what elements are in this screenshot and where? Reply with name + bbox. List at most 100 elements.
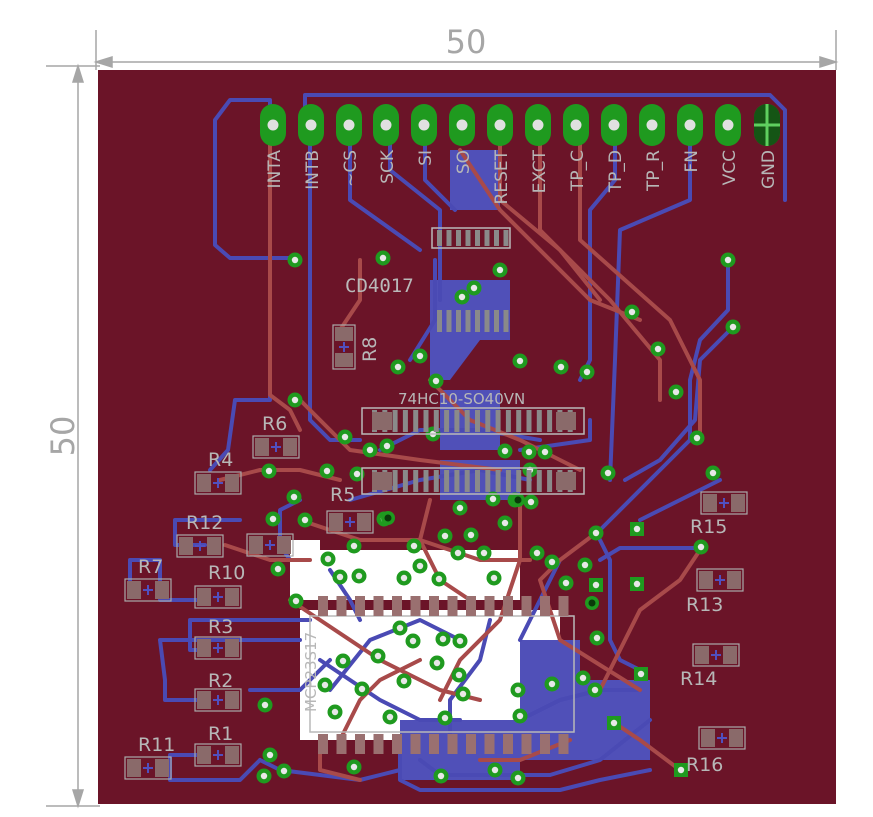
label-r3: R3 bbox=[208, 616, 233, 638]
header-pin-label-fn: FN bbox=[682, 150, 702, 173]
via-hole bbox=[432, 377, 440, 385]
resistor-outline bbox=[252, 435, 300, 459]
ic-pin bbox=[336, 596, 347, 616]
resistor-pad bbox=[723, 646, 737, 664]
via-hole bbox=[579, 674, 587, 682]
via-hole bbox=[341, 433, 349, 441]
via-hole bbox=[525, 448, 533, 456]
via-hole bbox=[496, 266, 504, 274]
ic-pin bbox=[413, 410, 419, 432]
ic-pin bbox=[373, 734, 384, 754]
ic-pin bbox=[516, 470, 522, 492]
bottom-trace bbox=[303, 93, 787, 202]
via-hole bbox=[583, 368, 591, 376]
width-dimension-label: 50 bbox=[446, 23, 487, 61]
ic-label-cd4017: CD4017 bbox=[345, 275, 414, 297]
via-hole bbox=[394, 363, 402, 371]
bottom-trace bbox=[168, 753, 262, 782]
ic-pin bbox=[516, 410, 522, 432]
bottom-trace bbox=[518, 688, 642, 722]
via-hole bbox=[588, 599, 596, 607]
ic-pin bbox=[466, 596, 476, 616]
ic-pad bbox=[372, 412, 392, 430]
resistor-pad bbox=[729, 729, 743, 747]
via-hole bbox=[416, 352, 424, 360]
via-hole bbox=[266, 751, 274, 759]
via-hole bbox=[441, 714, 449, 722]
via-hole bbox=[280, 767, 288, 775]
via-hole bbox=[470, 284, 478, 292]
via-hole bbox=[301, 516, 309, 524]
ic-pin bbox=[521, 596, 532, 616]
ic-pin bbox=[475, 310, 480, 332]
header-pad-hole bbox=[267, 119, 279, 131]
via-hole bbox=[321, 681, 329, 689]
via-hole bbox=[331, 708, 339, 716]
via-hole bbox=[274, 565, 282, 573]
ic-pad bbox=[556, 412, 576, 430]
via-hole bbox=[336, 573, 344, 581]
ic-pin bbox=[494, 310, 499, 332]
ic-pin bbox=[521, 734, 532, 754]
via-hole bbox=[527, 498, 535, 506]
header-pin-label-sck: SCK bbox=[378, 149, 398, 184]
ic-pin bbox=[484, 596, 495, 616]
ic-pin bbox=[433, 410, 439, 432]
resistor-pad bbox=[225, 691, 239, 709]
via-hole bbox=[604, 469, 612, 477]
via-hole bbox=[358, 685, 366, 693]
top-trace bbox=[458, 148, 642, 322]
ic-pin bbox=[456, 310, 461, 332]
label-r5: R5 bbox=[330, 484, 355, 506]
via-hole bbox=[366, 446, 374, 454]
resistor-pad bbox=[283, 438, 297, 456]
top-trace bbox=[298, 398, 502, 472]
via-hole bbox=[697, 543, 705, 551]
label-r7: R7 bbox=[138, 556, 163, 578]
ic-pin bbox=[336, 734, 347, 754]
ic-pin bbox=[429, 596, 439, 616]
resistor-pad bbox=[155, 759, 169, 777]
resistor-outline bbox=[176, 534, 224, 558]
bottom-trace bbox=[248, 658, 332, 692]
resistor-outline bbox=[194, 636, 242, 660]
via-hole bbox=[516, 712, 524, 720]
top-trace bbox=[498, 138, 602, 302]
top-trace bbox=[418, 498, 472, 602]
label-r10: R10 bbox=[208, 562, 245, 584]
ic-pin bbox=[456, 230, 461, 246]
top-trace bbox=[338, 658, 422, 742]
bottom-trace bbox=[598, 538, 642, 672]
ic-label-mcp23s17: MCP23S17 bbox=[302, 632, 320, 712]
via-hole bbox=[654, 345, 662, 353]
via-hole bbox=[350, 763, 358, 771]
bottom-trace bbox=[598, 546, 702, 562]
via-hole bbox=[548, 558, 556, 566]
pad-hole bbox=[592, 581, 600, 589]
ic-pin bbox=[547, 470, 553, 492]
resistor-pad bbox=[699, 571, 713, 589]
via-hole bbox=[396, 624, 404, 632]
via-hole bbox=[467, 531, 475, 539]
header-pin-label-tpd: TP_D bbox=[606, 150, 626, 193]
resistor-group bbox=[124, 324, 748, 780]
ic-pin bbox=[495, 410, 501, 432]
resistor-pad bbox=[225, 588, 239, 606]
via-hole bbox=[724, 256, 732, 264]
resistor-outline bbox=[692, 643, 740, 667]
ic-pin bbox=[433, 470, 439, 492]
ic-pin bbox=[446, 310, 452, 332]
ic-pin bbox=[526, 410, 532, 432]
resistor-pad bbox=[197, 588, 211, 606]
resistor-outline bbox=[332, 324, 356, 370]
via-hole bbox=[433, 659, 441, 667]
ic-pin bbox=[392, 596, 402, 616]
bottom-trace bbox=[598, 258, 730, 532]
label-r11: R11 bbox=[138, 734, 175, 756]
via-hole bbox=[490, 574, 498, 582]
via-hole bbox=[384, 514, 392, 522]
ic-pin bbox=[446, 230, 452, 246]
via-hole bbox=[386, 713, 394, 721]
ic-pin bbox=[410, 734, 421, 754]
header-pad-hole bbox=[570, 119, 582, 131]
